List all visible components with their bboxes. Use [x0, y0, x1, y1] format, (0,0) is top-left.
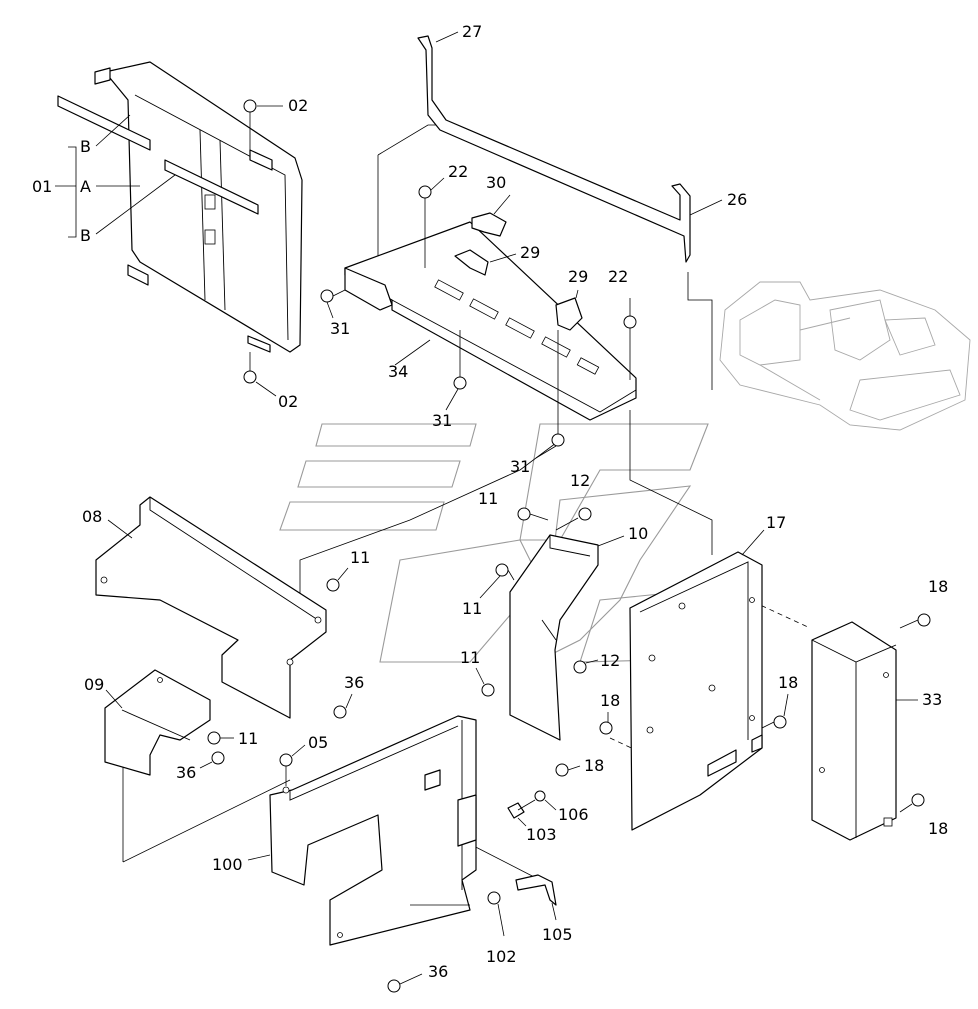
part-100-frame: [247, 715, 477, 946]
label-11-left: 11: [350, 548, 370, 567]
machine-location-thumbnail: [719, 281, 971, 431]
label-36-left: 36: [176, 763, 196, 782]
bolt-22: [418, 177, 637, 380]
bolt-18: [555, 613, 931, 813]
label-29-right: 29: [568, 267, 588, 286]
part-01-cab-screen: [55, 61, 303, 353]
label-12-top: 12: [570, 471, 590, 490]
label-36-top: 36: [344, 673, 364, 692]
label-02-bottom: 02: [278, 392, 298, 411]
label-26: 26: [727, 190, 747, 209]
part-09-bracket: [104, 669, 211, 776]
label-29-left: 29: [520, 243, 540, 262]
label-18-right-bottom: 18: [928, 819, 948, 838]
bolt-11: [207, 507, 549, 745]
label-33: 33: [922, 690, 942, 709]
label-34: 34: [388, 362, 408, 381]
part-number-labels: 01 A B B 02 02 27 26 22 22 30 29 29 31 3…: [32, 22, 948, 981]
label-B-upper: B: [80, 137, 91, 156]
part-08-cover: [95, 496, 327, 719]
label-18-panel: 18: [778, 673, 798, 692]
label-22-right: 22: [608, 267, 628, 286]
part-30-29-brackets: [454, 194, 583, 331]
part-33-box: [811, 621, 918, 841]
bolt-05: [279, 744, 306, 786]
label-01: 01: [32, 177, 52, 196]
bolt-102: [487, 891, 505, 937]
label-106: 106: [558, 805, 589, 824]
label-18-center: 18: [600, 691, 620, 710]
label-103: 103: [526, 825, 557, 844]
label-A: A: [80, 177, 91, 196]
label-08: 08: [82, 507, 102, 526]
part-26-27-rod: [417, 31, 723, 263]
label-10: 10: [628, 524, 648, 543]
part-10-bracket: [509, 534, 625, 741]
label-11-top: 11: [478, 489, 498, 508]
label-05: 05: [308, 733, 328, 752]
part-34-bracket-plate: [344, 221, 637, 421]
part-17-panel: [629, 529, 765, 831]
label-09: 09: [84, 675, 104, 694]
label-B-lower: B: [80, 226, 91, 245]
label-12-bottom: 12: [600, 651, 620, 670]
label-31-right: 31: [510, 457, 530, 476]
bolt-12: [555, 507, 599, 674]
bolt-02: [243, 99, 283, 397]
label-02-top: 02: [288, 96, 308, 115]
part-103-105-106: [507, 790, 557, 921]
bolt-31: [320, 289, 565, 459]
label-22-left: 22: [448, 162, 468, 181]
label-18-right-top: 18: [928, 577, 948, 596]
label-11-lower: 11: [460, 648, 480, 667]
label-27: 27: [462, 22, 482, 41]
label-102: 102: [486, 947, 517, 966]
label-100: 100: [212, 855, 243, 874]
label-11-bottom: 11: [238, 729, 258, 748]
label-36-bottom: 36: [428, 962, 448, 981]
label-18-lower: 18: [584, 756, 604, 775]
bolt-36: [199, 693, 423, 993]
label-31-left: 31: [330, 319, 350, 338]
label-105: 105: [542, 925, 573, 944]
label-17: 17: [766, 513, 786, 532]
label-11-mid: 11: [462, 599, 482, 618]
label-31-mid: 31: [432, 411, 452, 430]
label-30: 30: [486, 173, 506, 192]
